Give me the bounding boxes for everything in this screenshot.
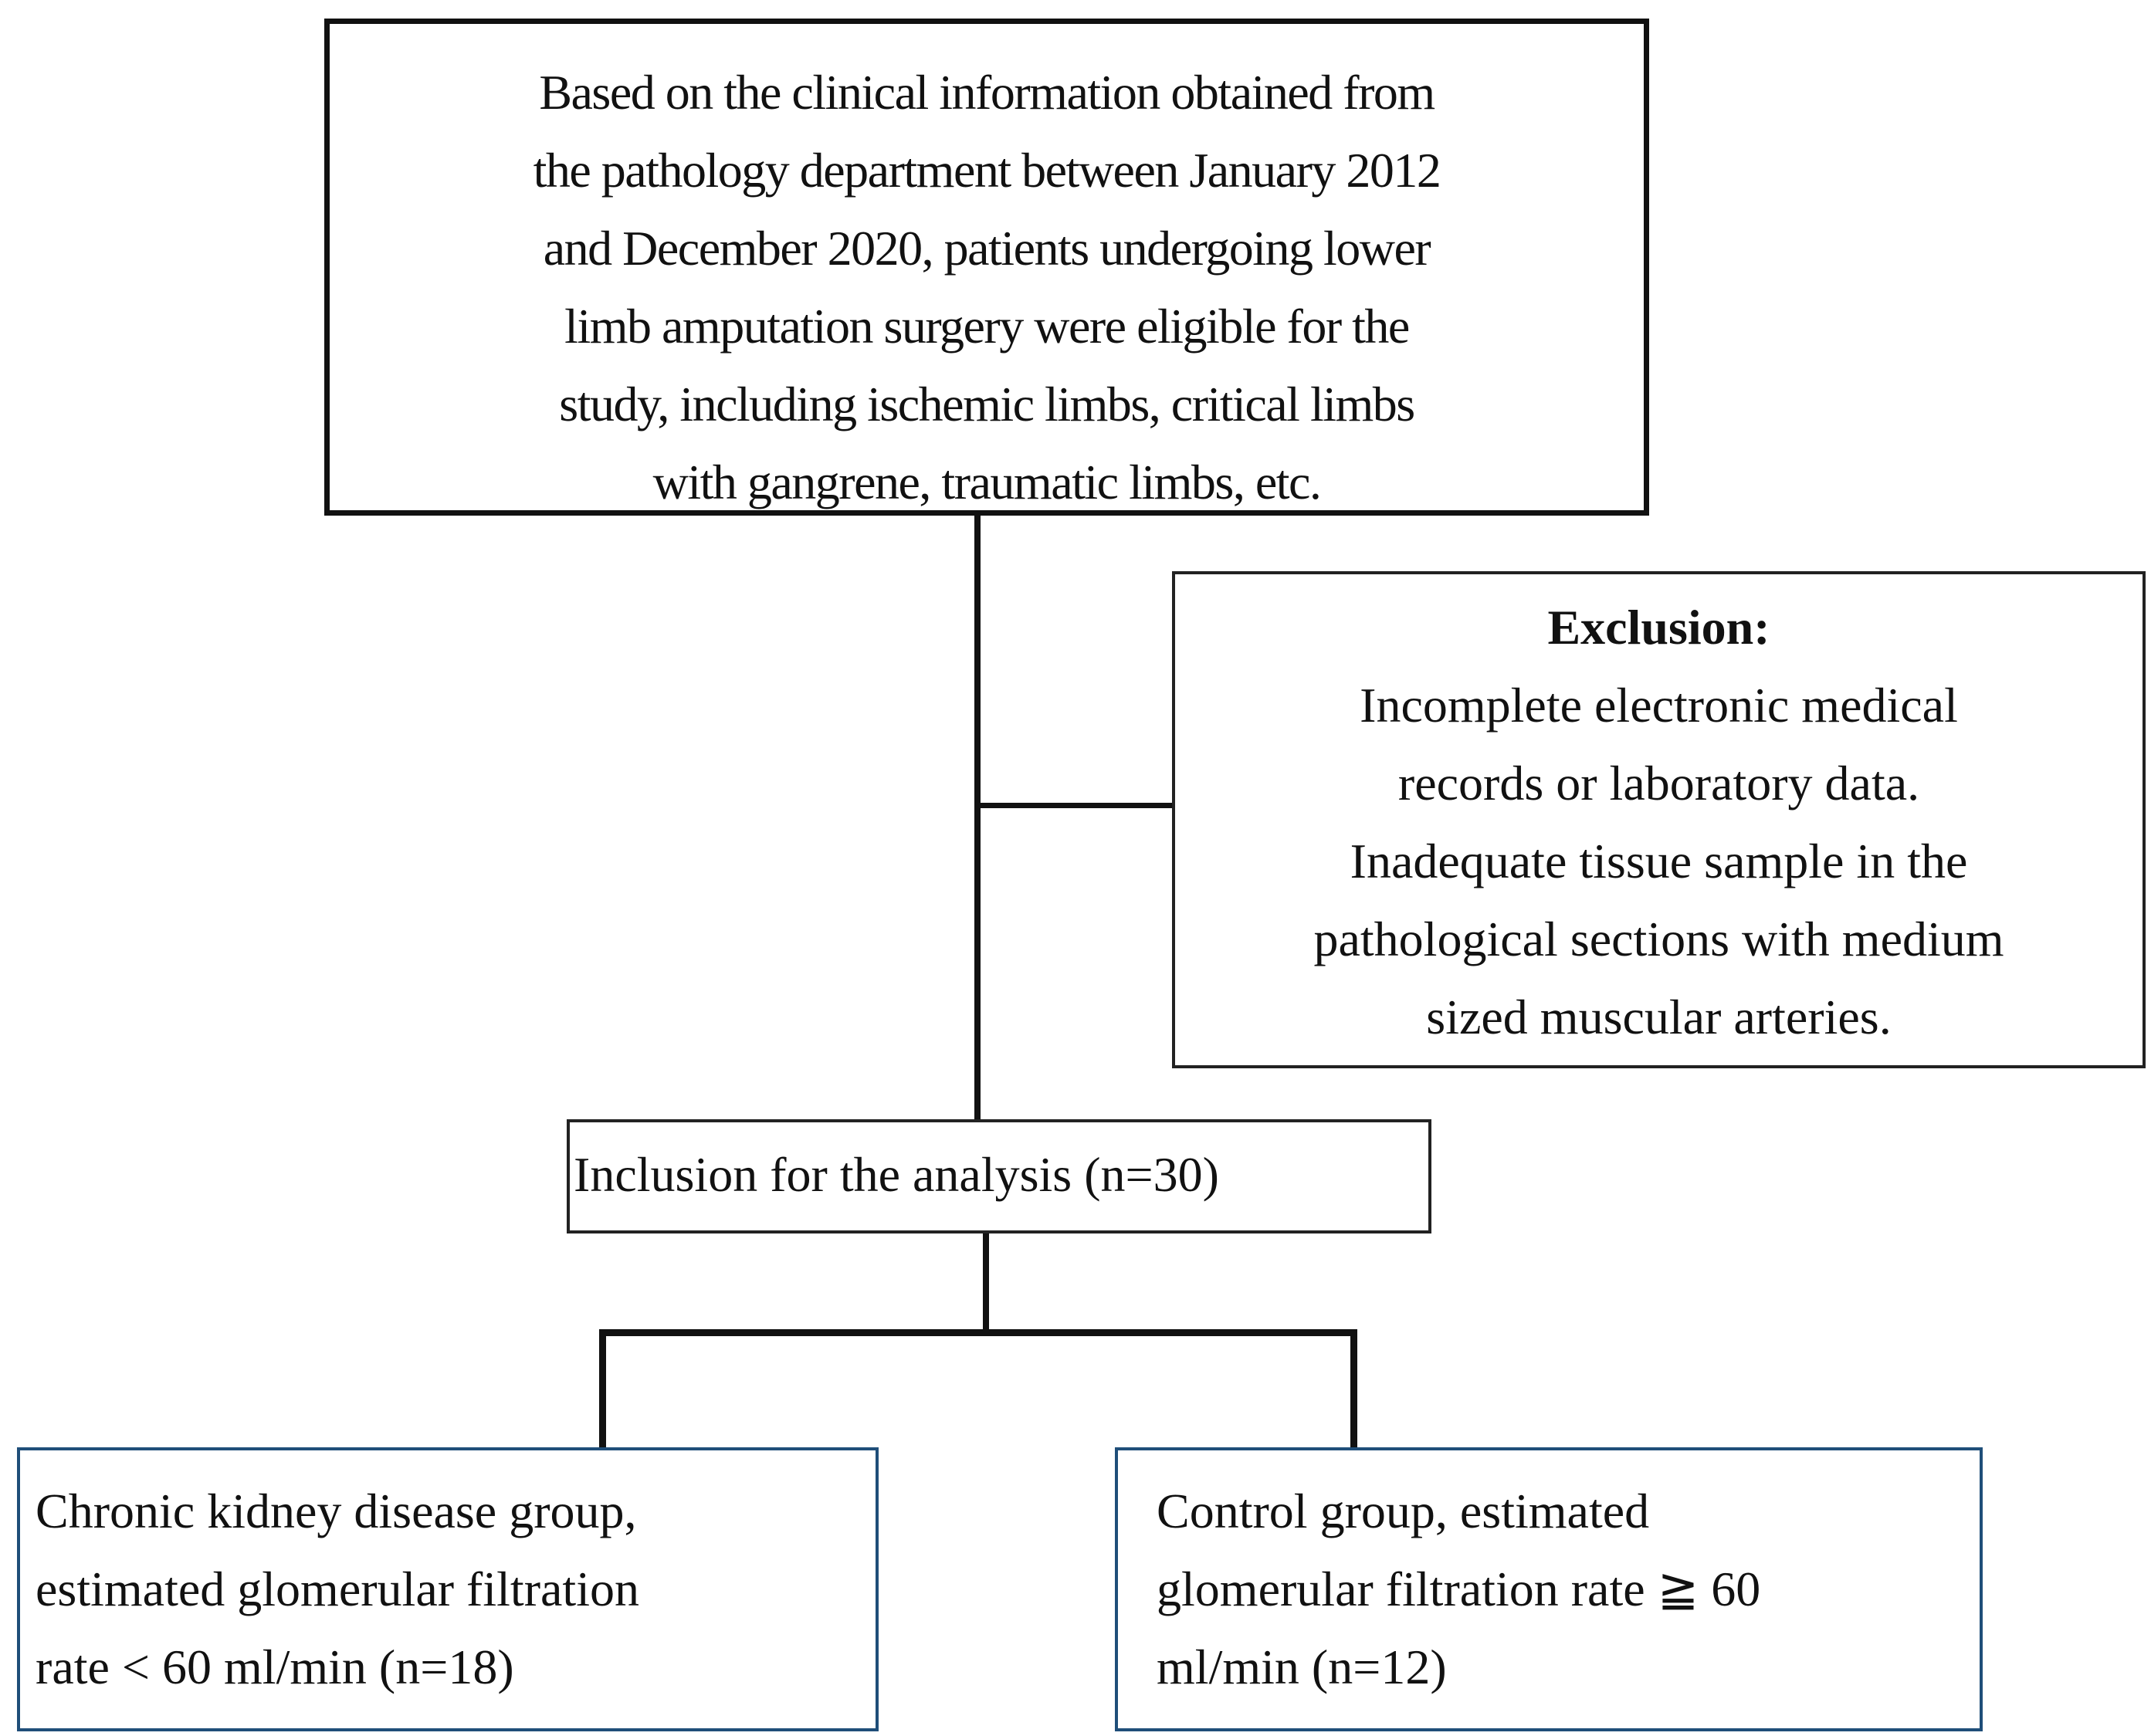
control-group-box: Control group, estimated glomerular filt… — [1115, 1447, 1983, 1731]
eligibility-line: study, including ischemic limbs, critica… — [559, 377, 1415, 431]
connector-to-exclusion — [977, 803, 1174, 808]
control-group-line: Control group, estimated — [1157, 1484, 1650, 1538]
exclusion-line: records or laboratory data. — [1397, 756, 1920, 810]
inclusion-text: Inclusion for the analysis (n=30) — [574, 1147, 1219, 1202]
connector-inclusion-down — [983, 1233, 989, 1334]
ckd-group-box: Chronic kidney disease group, estimated … — [17, 1447, 879, 1731]
eligibility-line: with gangrene, traumatic limbs, etc. — [652, 455, 1322, 509]
exclusion-line: Inadequate tissue sample in the — [1350, 834, 1968, 888]
eligibility-line: and December 2020, patients undergoing l… — [543, 221, 1431, 276]
eligibility-line: Based on the clinical information obtain… — [539, 65, 1435, 120]
connector-to-control — [1350, 1329, 1357, 1450]
connector-top-to-inclusion — [974, 516, 981, 1122]
ckd-group-line: Chronic kidney disease group, — [36, 1484, 637, 1538]
exclusion-line: Incomplete electronic medical — [1360, 678, 1958, 733]
inclusion-box: Inclusion for the analysis (n=30) — [567, 1119, 1431, 1233]
eligibility-line: the pathology department between January… — [533, 143, 1441, 198]
ckd-group-line: rate < 60 ml/min (n=18) — [36, 1640, 514, 1694]
exclusion-line: pathological sections with medium — [1313, 912, 2004, 966]
exclusion-heading: Exclusion: — [1547, 600, 1770, 655]
exclusion-line: sized muscular arteries. — [1426, 990, 1892, 1044]
connector-horizontal-split — [599, 1329, 1357, 1336]
ckd-group-line: estimated glomerular filtration — [36, 1562, 639, 1616]
exclusion-box: Exclusion: Incomplete electronic medical… — [1172, 571, 2146, 1068]
eligibility-line: limb amputation surgery were eligible fo… — [564, 299, 1410, 354]
eligibility-box: Based on the clinical information obtain… — [324, 19, 1649, 516]
control-group-line: ml/min (n=12) — [1157, 1640, 1447, 1694]
connector-to-ckd — [599, 1329, 606, 1450]
control-group-line: glomerular filtration rate ≧ 60 — [1157, 1562, 1761, 1616]
